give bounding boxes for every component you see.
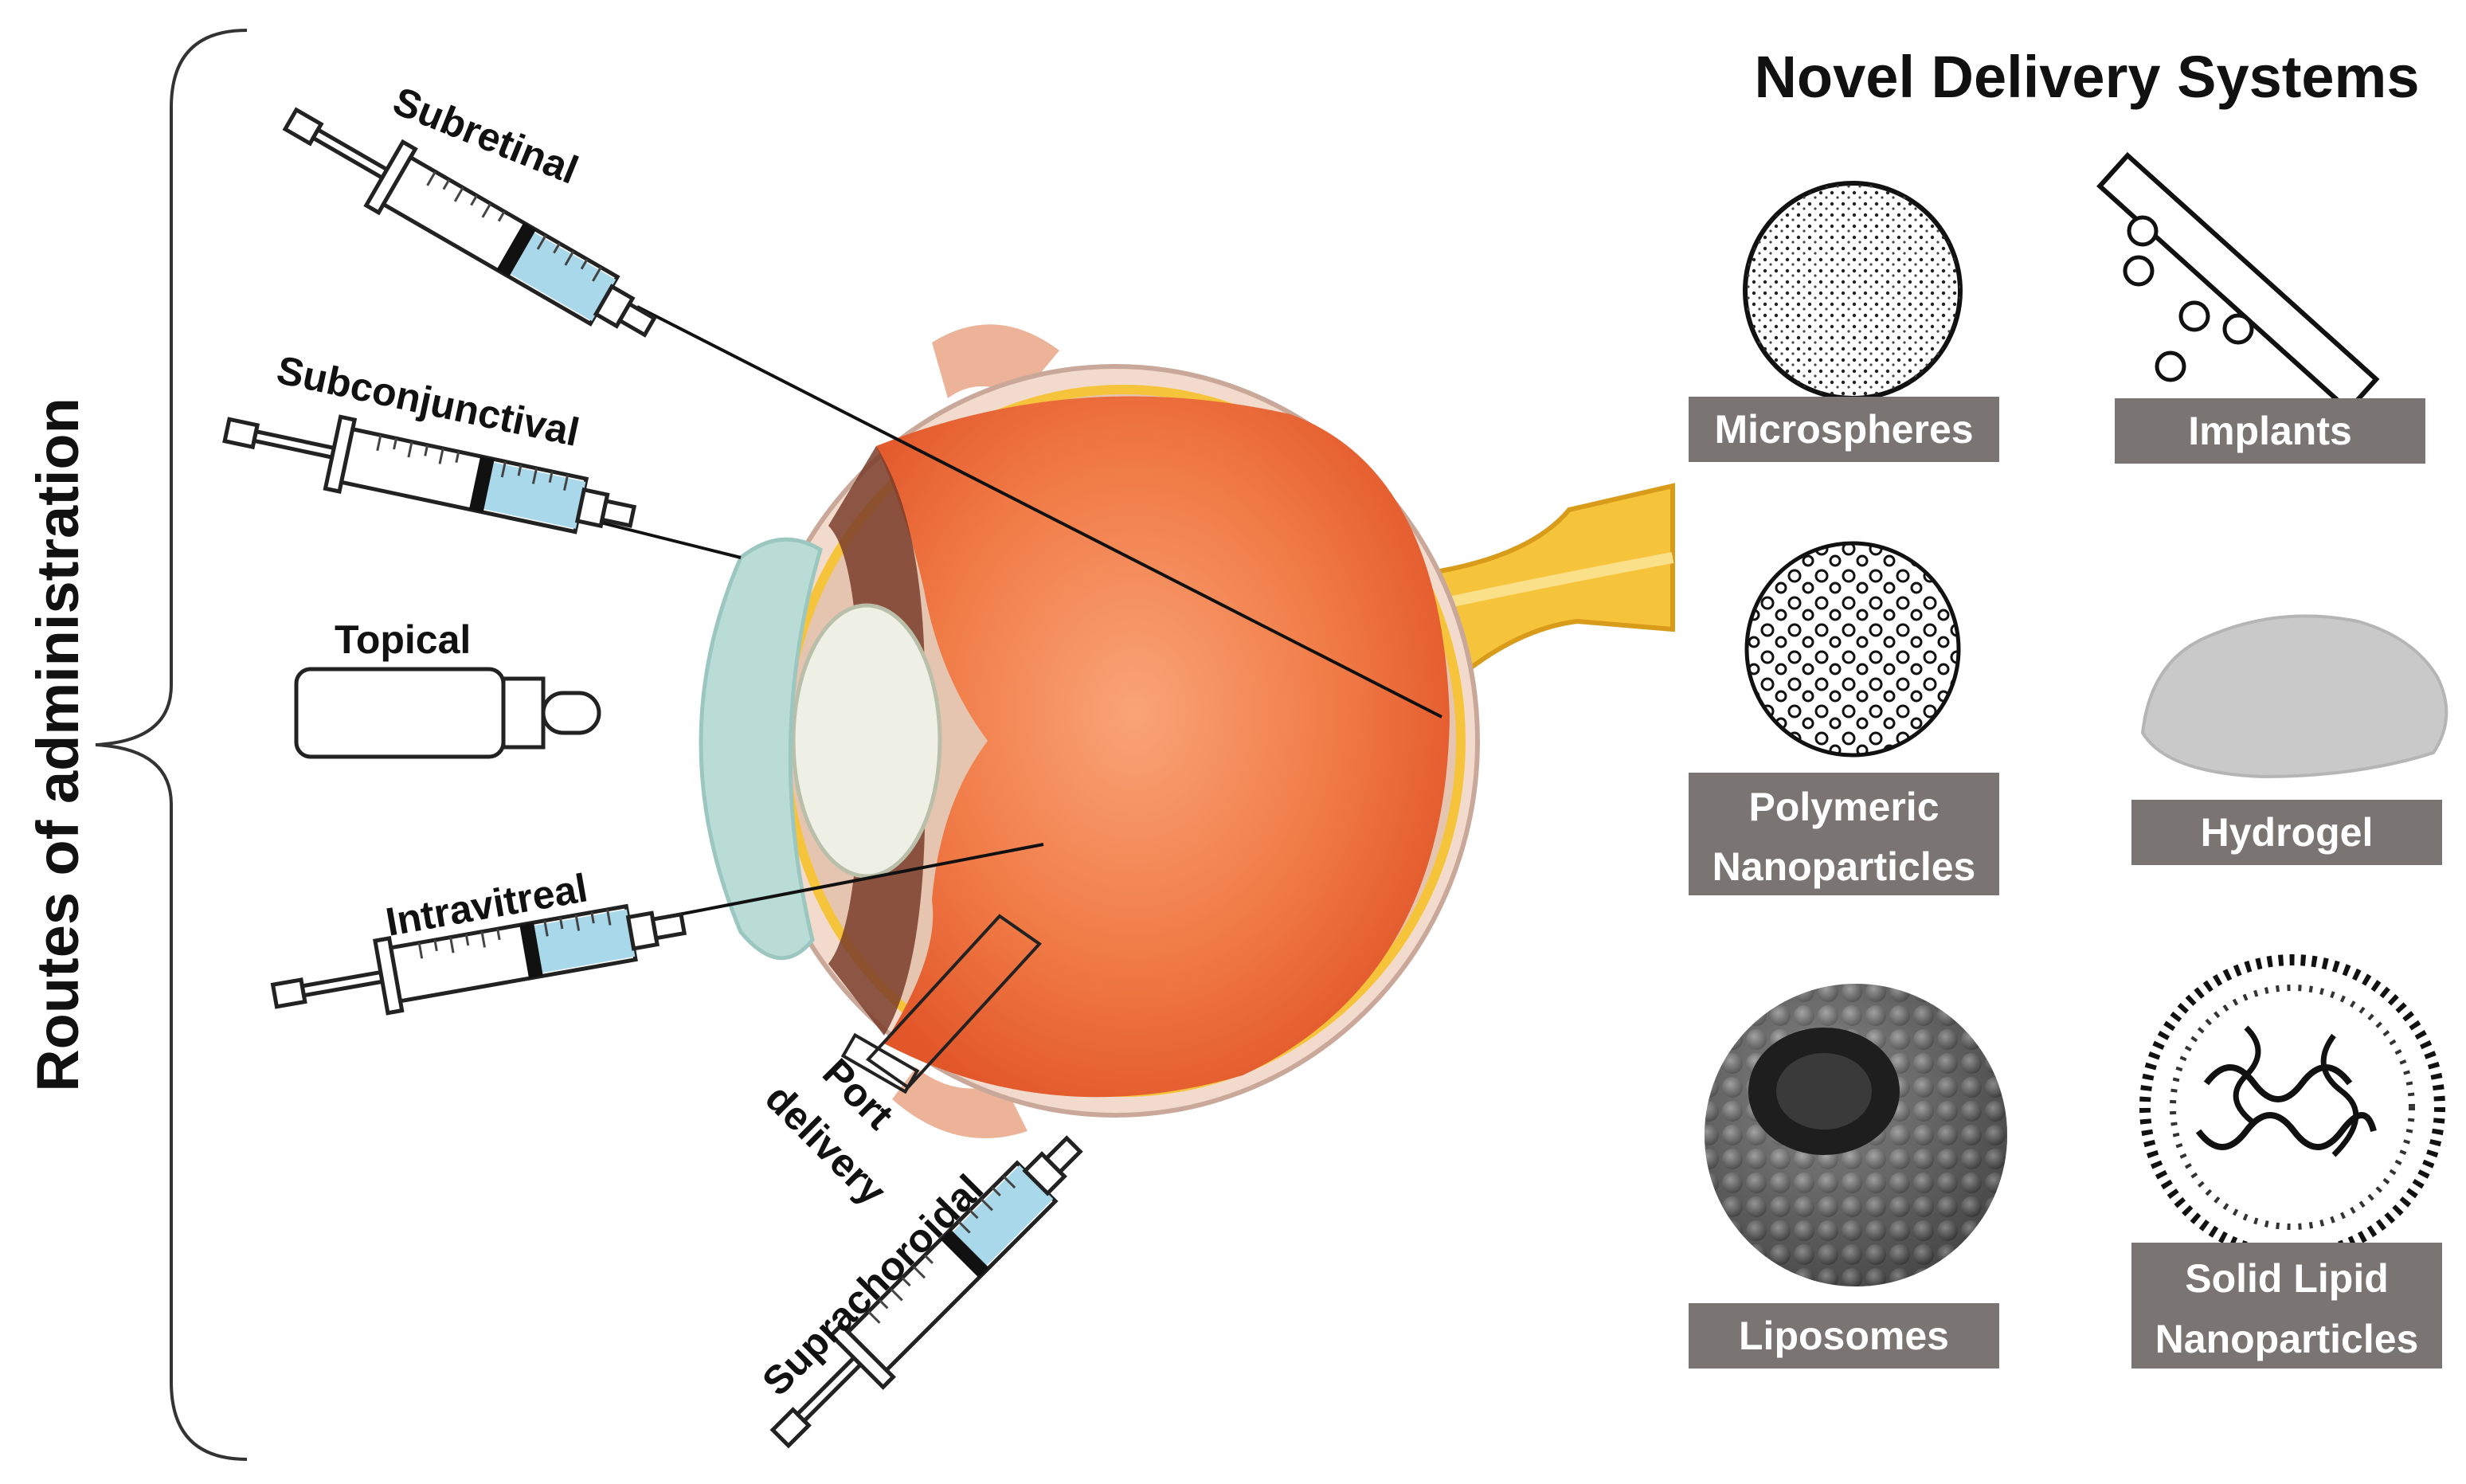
microspheres-label-box xyxy=(1689,397,1999,462)
cornea xyxy=(699,537,823,961)
systems-title: Novel Delivery Systems xyxy=(1754,44,2419,110)
sln-label-box xyxy=(2131,1243,2442,1368)
lens xyxy=(791,603,942,879)
liposomes-label: Liposomes xyxy=(1739,1314,1949,1358)
subconjunctival-path xyxy=(581,516,742,559)
hydrogel-label: Hydrogel xyxy=(2201,810,2374,855)
hydrogel-label-box xyxy=(2131,800,2442,865)
polymeric-label-1: Polymeric xyxy=(1748,785,1939,829)
vitreous-body xyxy=(876,396,1450,1098)
sln-label-1: Solid Lipid xyxy=(2185,1256,2389,1301)
hydrogel-icon xyxy=(2140,614,2448,779)
subretinal-path xyxy=(636,305,1442,719)
polymeric-label-2: Nanoparticles xyxy=(1712,844,1976,889)
microspheres-icon xyxy=(1743,181,1963,401)
routes-bracket xyxy=(95,29,248,1461)
solid-lipid-nanoparticles-icon xyxy=(2139,954,2445,1260)
liposomes-label-box xyxy=(1689,1303,1999,1368)
label-topical: Topical xyxy=(335,617,471,662)
intravitreal-path xyxy=(628,843,1044,926)
implants-label: Implants xyxy=(2188,409,2352,453)
implants-label-box xyxy=(2115,398,2425,464)
label-subconjunctival: Subconjunctival xyxy=(273,347,583,455)
eye-illustration xyxy=(699,324,1675,1138)
polymeric-nanoparticles-icon xyxy=(1744,541,1961,758)
sln-label-2: Nanoparticles xyxy=(2155,1317,2419,1361)
liposomes-icon xyxy=(1705,984,2007,1286)
routes-title: Routes of administration xyxy=(25,397,91,1092)
microspheres-label: Microspheres xyxy=(1714,407,1973,452)
implants-icon xyxy=(2096,151,2380,413)
polymeric-label-box xyxy=(1689,773,1999,895)
port-delivery-device xyxy=(865,914,1043,1090)
syringe-suprachoroidal xyxy=(754,1119,1099,1464)
topical-dropper-icon xyxy=(294,667,601,759)
